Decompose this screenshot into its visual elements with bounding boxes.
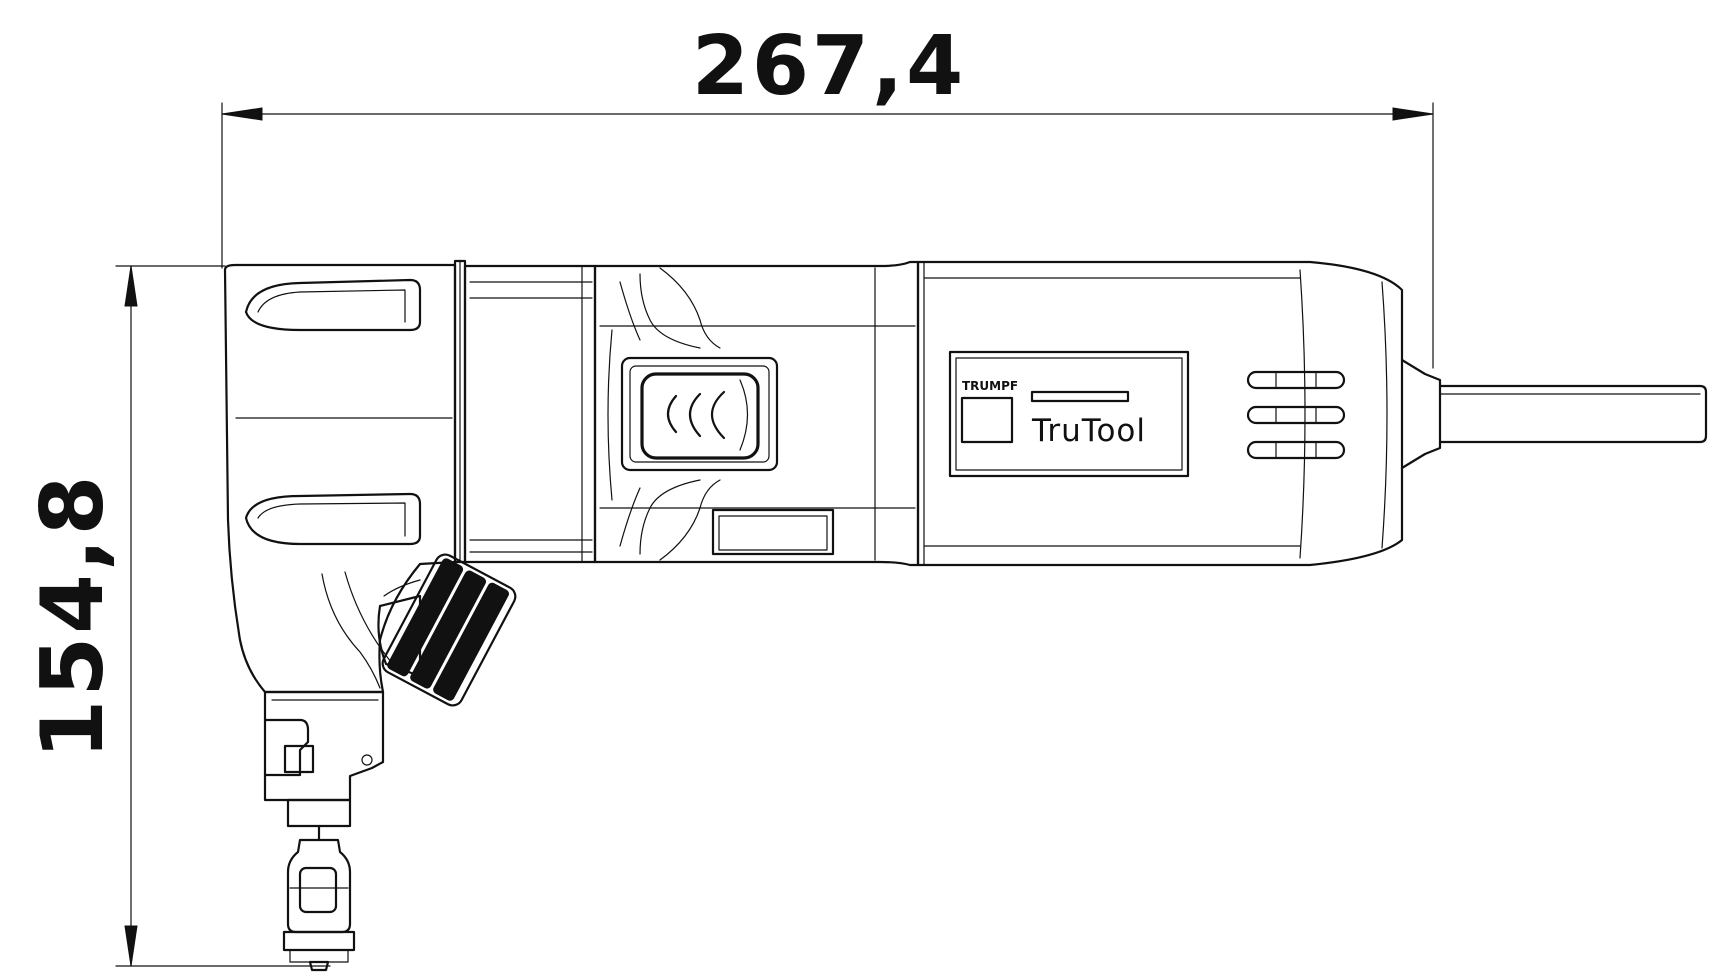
handle-outline — [916, 260, 1404, 567]
switch-inner-frame — [629, 365, 770, 463]
label-small-text: TRUMPF — [962, 379, 1018, 393]
die — [286, 838, 352, 934]
handle-rear-cap — [1381, 281, 1388, 549]
handle-seam-right — [1299, 269, 1306, 559]
punch-screw-icon — [361, 754, 373, 766]
head-outline — [223, 263, 457, 694]
gear-section-outline — [463, 264, 597, 564]
adjustment-wheel — [381, 553, 517, 707]
width-arrow-right — [1392, 107, 1434, 121]
height-arrow-top — [124, 265, 138, 307]
switch-wave-3 — [710, 390, 726, 440]
collar-ring — [453, 259, 467, 564]
lock-button — [711, 508, 835, 556]
width-arrow-left — [221, 107, 263, 121]
head-elbow-contour-2 — [344, 571, 397, 669]
cable-strain-relief — [1400, 358, 1442, 470]
handle-vent-2 — [1246, 405, 1346, 425]
head-elbow-contour-1 — [321, 573, 381, 689]
label-plate-inner — [955, 357, 1183, 471]
height-arrow-bottom — [124, 925, 138, 967]
head-vent-slot-lower — [244, 492, 422, 546]
head-vent-slot-lower-inner — [257, 502, 406, 537]
handle-vent-1 — [1246, 370, 1346, 390]
die-holder-block — [286, 798, 352, 828]
wheel-knurl-left — [387, 558, 464, 677]
die-base — [282, 930, 356, 952]
wheel-knurl-center — [410, 570, 487, 689]
label-plate-outer — [948, 350, 1190, 478]
width-dimension: 267,4 — [221, 19, 1434, 369]
height-dimension-label: 154,8 — [23, 472, 123, 759]
motor-contour-upper-1 — [659, 267, 721, 349]
switch-outer-frame — [620, 356, 779, 472]
gear-section — [463, 264, 597, 564]
cable-outline — [1438, 384, 1708, 444]
gear-seam — [581, 265, 596, 563]
motor-contour-lower-2 — [639, 479, 701, 555]
motor-contour-upper-2 — [639, 273, 701, 349]
switch-wave-2 — [688, 392, 702, 438]
head-vent-slot-upper — [244, 278, 422, 332]
head-elbow-contour-3 — [383, 579, 421, 597]
wheel-body — [381, 553, 517, 707]
motor-contour-side — [607, 329, 613, 501]
motor-contour-lower-3 — [619, 487, 641, 547]
switch-rocker — [640, 372, 760, 460]
punch-clamp-insert — [283, 744, 315, 774]
wheel-knurl-right — [433, 582, 509, 701]
punch-housing — [263, 690, 385, 802]
width-dimension-label: 267,4 — [692, 19, 966, 114]
cutting-head — [263, 690, 385, 972]
lock-button-inner — [718, 515, 828, 551]
motor-contour-upper-3 — [619, 281, 641, 341]
label-bar — [1030, 390, 1130, 403]
switch-right-curve — [739, 379, 749, 451]
punch-clamp — [263, 718, 310, 777]
power-switch — [620, 356, 779, 472]
handle: TRUMPF TruTool — [916, 260, 1404, 567]
die-window — [298, 866, 338, 914]
power-cable — [1400, 358, 1708, 470]
switch-wave-1 — [666, 394, 678, 434]
motor-contour-lower-1 — [659, 479, 721, 561]
height-dimension: 154,8 — [23, 265, 331, 967]
handle-vent-3 — [1246, 440, 1346, 460]
die-point — [308, 960, 330, 972]
label-logo-box — [960, 396, 1014, 444]
head-housing — [223, 263, 457, 694]
head-vent-slot-upper-inner — [257, 289, 406, 323]
die-tip — [289, 949, 349, 963]
brand-label: TruTool — [1031, 413, 1146, 449]
